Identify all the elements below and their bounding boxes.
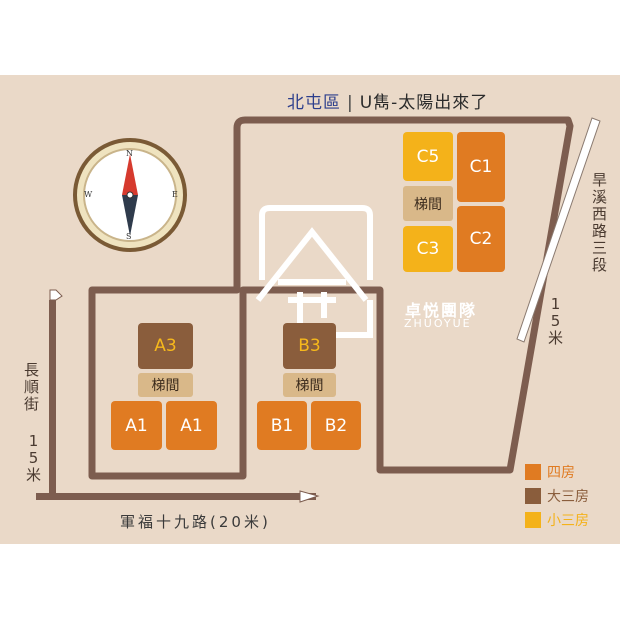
stairwell-a: 梯間 bbox=[138, 373, 193, 397]
unit-b3[interactable]: B3 bbox=[283, 323, 336, 369]
stairwell-b: 梯間 bbox=[283, 373, 336, 397]
legend-large-three-room: 大三房 bbox=[525, 488, 589, 505]
bottom-road-arrow-icon bbox=[299, 490, 320, 503]
legend-small-three-room: 小三房 bbox=[525, 512, 589, 529]
legend-swatch-four-room bbox=[525, 464, 541, 480]
zhuoyue-logo-icon bbox=[255, 205, 373, 338]
unit-c3[interactable]: C3 bbox=[403, 226, 453, 272]
logo-english-text: ZHUOYUE bbox=[404, 317, 472, 330]
compass-south-label: S bbox=[126, 232, 132, 241]
changshun-street-road bbox=[49, 300, 56, 500]
legend-label-four-room: 四房 bbox=[547, 465, 575, 481]
district-name: 北屯區 bbox=[287, 93, 341, 113]
changshun-street-label: 長順街 bbox=[24, 361, 40, 413]
legend-swatch-large-three-room bbox=[525, 488, 541, 504]
map-title: 北屯區 |U雋-太陽出來了 bbox=[287, 88, 488, 114]
compass-icon bbox=[73, 138, 187, 252]
site-boundary-road bbox=[88, 116, 574, 480]
unit-c2[interactable]: C2 bbox=[457, 206, 505, 272]
junfu-road-label: 軍福十九路(20米) bbox=[120, 513, 271, 531]
unit-b1[interactable]: B1 bbox=[257, 401, 307, 450]
unit-a3[interactable]: A3 bbox=[138, 323, 193, 369]
legend-label-small-three-room: 小三房 bbox=[547, 513, 589, 529]
stairwell-c: 梯間 bbox=[403, 186, 453, 221]
legend-label-large-three-room: 大三房 bbox=[547, 489, 589, 505]
unit-a1-right[interactable]: A1 bbox=[166, 401, 217, 450]
unit-a1-left[interactable]: A1 bbox=[111, 401, 162, 450]
unit-c1[interactable]: C1 bbox=[457, 132, 505, 202]
left-road-arrow-icon bbox=[49, 289, 63, 301]
hanxi-west-road bbox=[516, 117, 601, 343]
compass-west-label: W bbox=[84, 190, 93, 199]
compass-east-label: E bbox=[172, 190, 178, 199]
project-name: U雋-太陽出來了 bbox=[359, 93, 489, 113]
unit-c5[interactable]: C5 bbox=[403, 132, 453, 181]
hanxi-road-label: 旱溪西路三段 bbox=[592, 171, 608, 274]
legend-four-room: 四房 bbox=[525, 464, 575, 481]
title-separator: | bbox=[347, 93, 354, 113]
logo-chinese-text: 卓悦團隊 bbox=[405, 301, 478, 320]
compass-north-label: N bbox=[126, 149, 133, 158]
legend-swatch-small-three-room bbox=[525, 512, 541, 528]
junfu-19th-road bbox=[36, 493, 316, 500]
unit-b2[interactable]: B2 bbox=[311, 401, 361, 450]
